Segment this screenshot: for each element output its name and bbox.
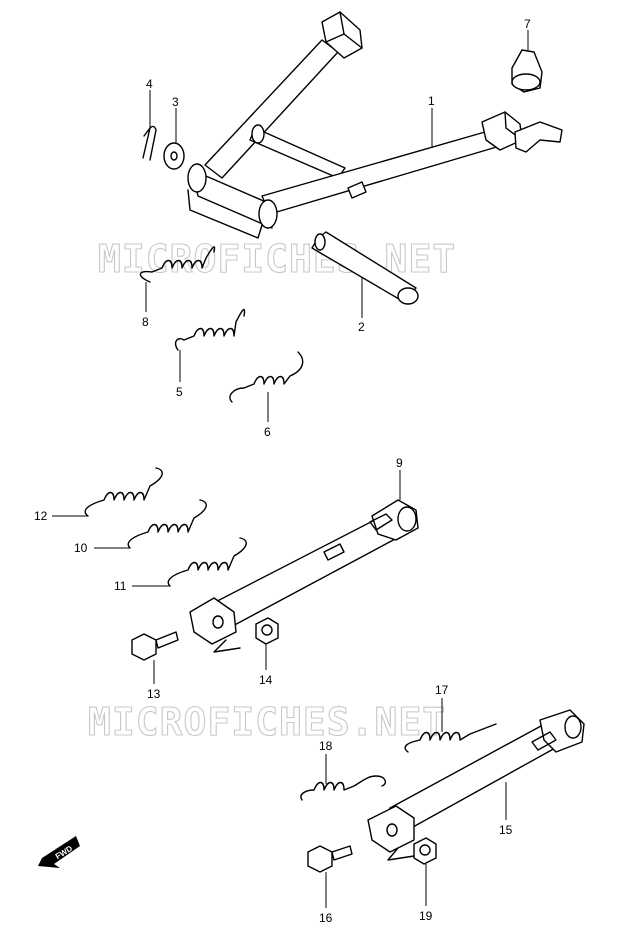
spring-10 xyxy=(127,499,207,549)
callout-7: 7 xyxy=(524,17,531,31)
spring-5 xyxy=(174,308,246,351)
callout-9: 9 xyxy=(396,456,403,470)
nut-19 xyxy=(413,837,437,865)
callout-3: 3 xyxy=(172,95,179,109)
side-stand-9 xyxy=(189,499,419,653)
watermark-top: MICROFICHES.NET xyxy=(98,237,456,281)
callout-4: 4 xyxy=(146,77,153,91)
spring-18 xyxy=(300,775,387,801)
spring-17 xyxy=(404,723,497,753)
spring-12 xyxy=(84,467,163,517)
callout-12: 12 xyxy=(34,509,48,523)
washer xyxy=(163,142,185,170)
bolt-13 xyxy=(131,631,179,661)
callout-1: 1 xyxy=(428,94,435,108)
callout-5: 5 xyxy=(176,385,183,399)
callout-6: 6 xyxy=(264,425,271,439)
callout-11: 11 xyxy=(114,579,127,593)
callout-13: 13 xyxy=(147,687,161,701)
side-stand-15 xyxy=(367,709,585,861)
leader-lines xyxy=(52,30,529,908)
callout-17: 17 xyxy=(435,683,449,697)
rubber-cap xyxy=(511,49,543,93)
fwd-arrow-icon: FWD xyxy=(38,836,80,868)
pivot-shaft xyxy=(311,231,419,305)
callout-8: 8 xyxy=(142,315,149,329)
callout-2: 2 xyxy=(358,320,365,334)
callout-14: 14 xyxy=(259,673,273,687)
spring-11 xyxy=(167,537,247,587)
callouts: 1 2 3 4 5 6 7 8 9 10 11 12 13 14 15 16 1… xyxy=(34,17,531,925)
spring-8 xyxy=(139,246,216,283)
watermark-bottom: MICROFICHES.NET xyxy=(88,700,446,744)
callout-16: 16 xyxy=(319,911,333,925)
bolt-16 xyxy=(307,845,353,873)
callout-10: 10 xyxy=(74,541,88,555)
cotter-pin xyxy=(142,125,157,161)
callout-19: 19 xyxy=(419,909,433,923)
nut-14 xyxy=(255,617,279,645)
main-stand-frame xyxy=(187,11,563,239)
callout-18: 18 xyxy=(319,739,333,753)
spring-6 xyxy=(229,351,304,403)
callout-15: 15 xyxy=(499,823,513,837)
